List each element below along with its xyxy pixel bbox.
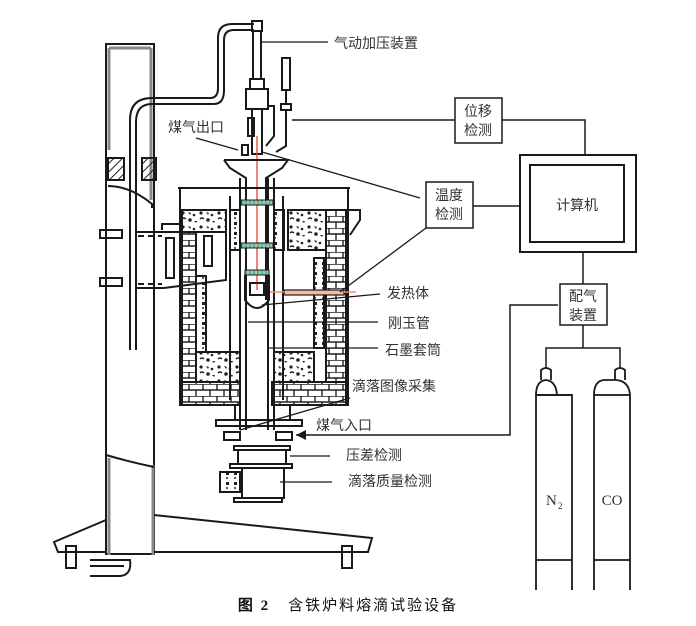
heater [283, 289, 345, 296]
computer-box: 计算机 [519, 154, 637, 253]
leader-lines [195, 41, 431, 483]
gas-mixing-label-2: 装置 [569, 308, 597, 324]
temperature-label-2: 检测 [435, 207, 463, 223]
label-heater: 发热体 [387, 286, 429, 302]
co-cylinder: CO [593, 367, 631, 590]
label-gas-inlet: 煤气入口 [316, 418, 372, 434]
displacement-label-2: 检测 [464, 123, 492, 139]
gas-mixing-box: 配气 装置 [559, 283, 608, 326]
co-label: CO [602, 493, 623, 509]
caption-number: 图 2 [237, 598, 271, 614]
furnace-shell [178, 187, 361, 420]
label-pneumatic-press: 气动加压装置 [334, 36, 418, 52]
apparatus-diagram: 位移 检测 温度 检测 计算机 配气 装置 N 2 CO [52, 20, 637, 590]
corundum-tube [239, 178, 275, 430]
label-pressure-diff: 压差检测 [346, 448, 402, 464]
support-column [105, 43, 157, 555]
label-graphite-sleeve: 石墨套筒 [385, 342, 441, 359]
temperature-box: 温度 检测 [425, 181, 474, 229]
bracket [99, 223, 227, 289]
displacement-box: 位移 检测 [454, 97, 503, 144]
figure-caption: 图 2 含铁炉料熔滴试验设备 [0, 594, 696, 615]
temperature-label-1: 温度 [435, 188, 463, 204]
caption-title: 含铁炉料熔滴试验设备 [288, 596, 459, 614]
label-drip-image: 滴落图像采集 [352, 378, 436, 395]
base-stand [52, 514, 374, 577]
label-drip-mass: 滴落质量检测 [348, 473, 432, 490]
n2-label: N [546, 493, 557, 509]
n2-cylinder: N 2 [535, 367, 573, 590]
lower-assembly [215, 419, 303, 503]
label-gas-outlet: 煤气出口 [168, 120, 224, 136]
air-pipe [129, 23, 254, 350]
n2-subscript: 2 [558, 501, 563, 511]
gas-mixing-label-1: 配气 [569, 289, 597, 305]
displacement-label-1: 位移 [464, 104, 492, 120]
pneumatic-press [241, 20, 292, 156]
label-corundum-tube: 刚玉管 [388, 316, 430, 332]
signal-lines [292, 119, 621, 436]
computer-label: 计算机 [556, 198, 598, 214]
